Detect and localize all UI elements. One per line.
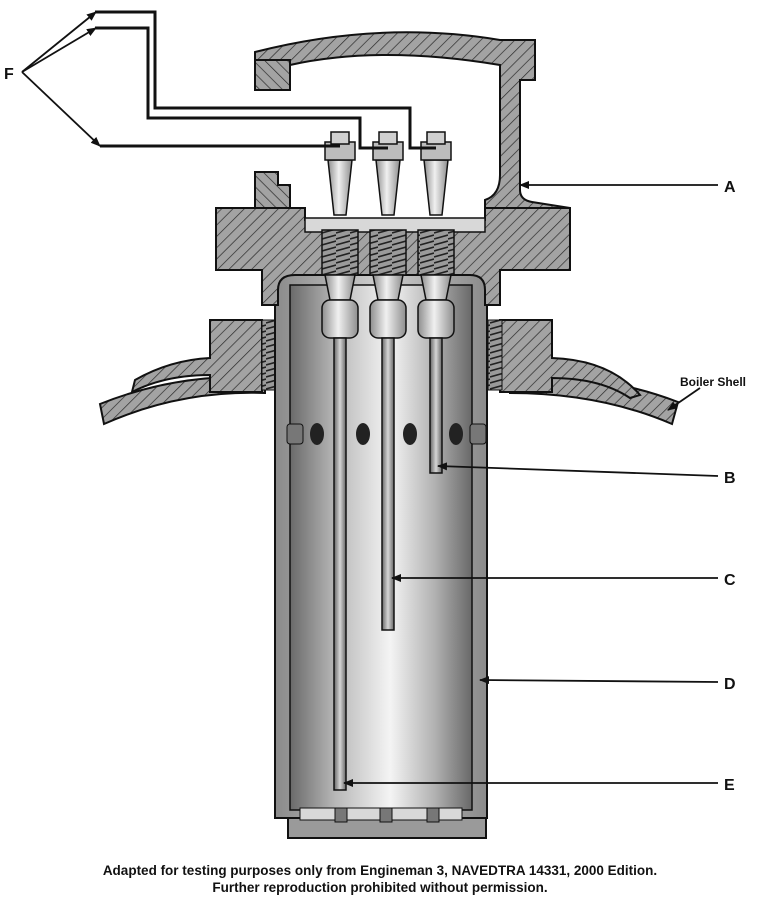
- caption-line-2: Further reproduction prohibited without …: [212, 880, 548, 895]
- arrow-b: [437, 462, 719, 477]
- outer-shell-tube: [274, 269, 488, 839]
- shell-coupling: [130, 319, 642, 400]
- arrow-d: [479, 676, 719, 685]
- callout-arrows: [343, 181, 719, 787]
- label-a: A: [724, 179, 736, 196]
- label-e: E: [724, 777, 735, 794]
- electrode-left: [321, 131, 359, 791]
- label-d: D: [724, 676, 736, 693]
- lead-wires: [95, 10, 436, 150]
- electrode-right: [417, 131, 455, 474]
- label-f: F: [4, 66, 14, 83]
- label-f-leaders: [21, 11, 101, 147]
- arrow-boiler-shell: [667, 387, 701, 411]
- label-boiler-shell: Boiler Shell: [680, 375, 746, 389]
- caption-line-1: Adapted for testing purposes only from E…: [102, 863, 658, 878]
- label-b: B: [724, 470, 736, 487]
- label-c: C: [724, 572, 736, 589]
